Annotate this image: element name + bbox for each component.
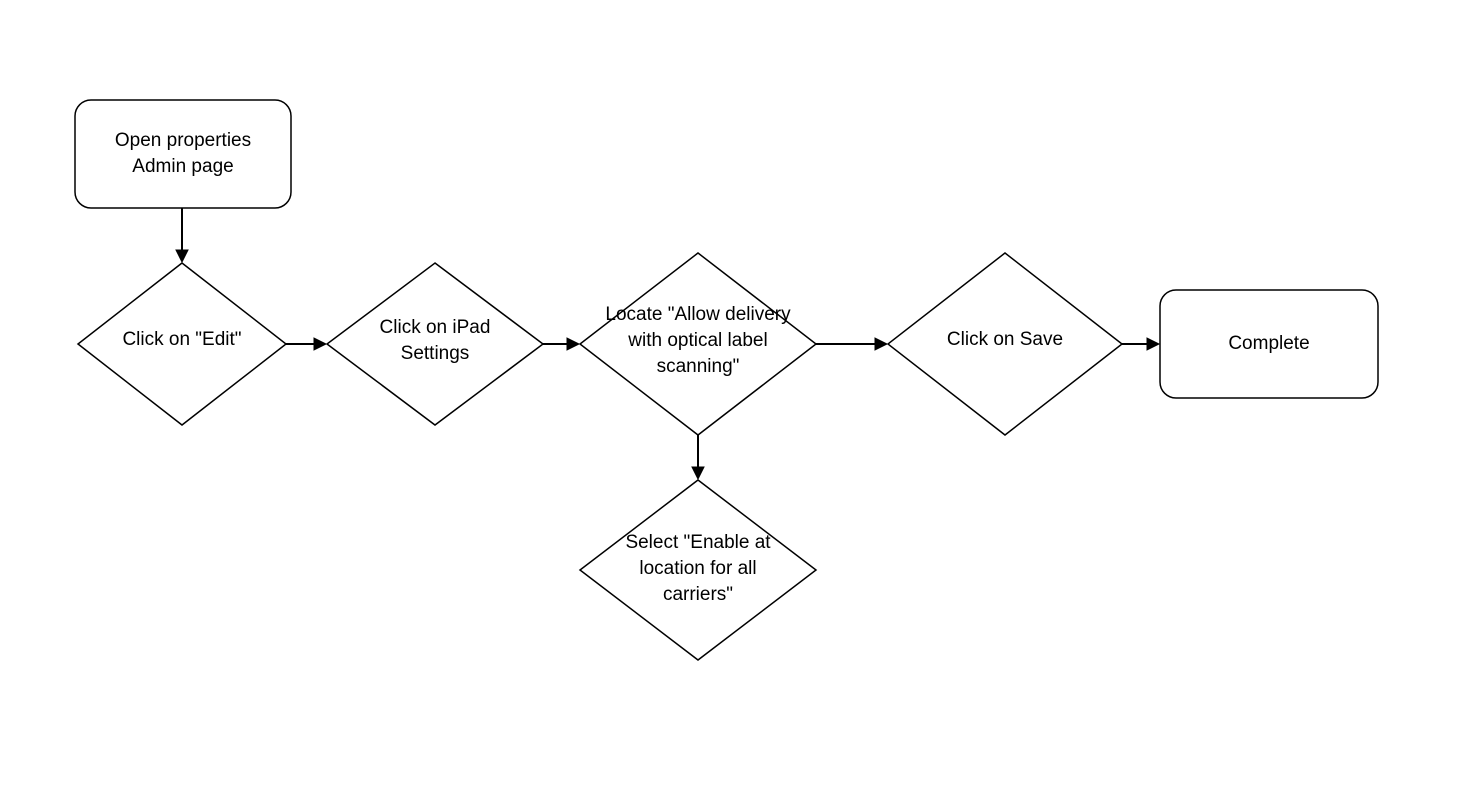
edge-open-properties-to-click-edit [175,208,189,264]
edge-click-save-to-complete [1122,337,1161,351]
edge-click-edit-to-click-ipad-settings [286,337,328,351]
node-select-enable-label: Select "Enable at location for all carri… [625,532,771,605]
node-open-properties-label: Open properties Admin page [114,130,252,177]
edge-click-ipad-settings-to-locate [543,337,581,351]
node-click-edit-shape[interactable] [76,262,288,426]
node-click-edit-label: Click on "Edit" [122,329,242,350]
node-complete-label: Complete [1228,333,1310,354]
node-click-ipad-settings-shape[interactable] [325,262,545,426]
node-locate-allow-delivery-label: Locate "Allow delivery with optical labe… [605,304,791,377]
node-select-enable-shape[interactable] [578,479,818,661]
node-click-ipad-settings-label: Click on iPad Settings [379,317,491,364]
node-click-save-label: Click on Save [946,329,1064,350]
edge-locate-to-select-enable [691,435,705,481]
edge-locate-to-click-save [816,337,889,351]
node-click-save-shape[interactable] [886,252,1124,436]
